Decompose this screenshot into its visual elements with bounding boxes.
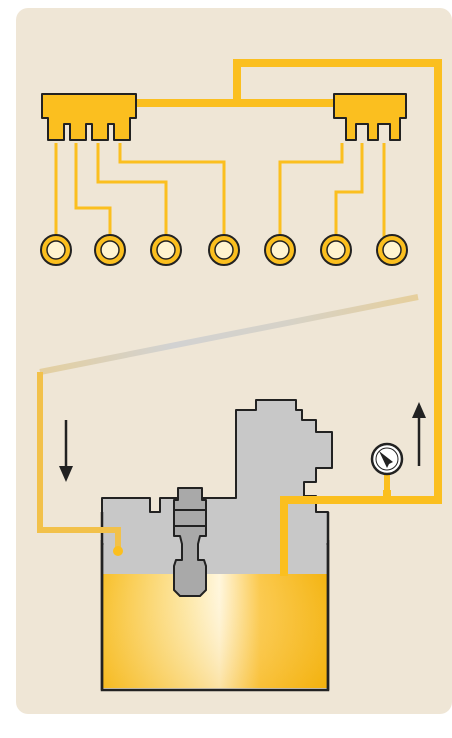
distributor-block-left xyxy=(41,93,137,141)
pump-riser xyxy=(280,496,330,576)
return-manifold xyxy=(39,294,419,375)
filter-element xyxy=(173,487,207,597)
tank-walls xyxy=(100,512,330,690)
lubrication-point-cores xyxy=(46,240,402,260)
outlet-lines-left xyxy=(54,143,226,240)
return-inlet xyxy=(96,527,121,548)
arrow-up-icon xyxy=(412,402,426,466)
outlet-lines-right xyxy=(278,143,386,240)
arrow-down-icon xyxy=(59,420,73,482)
return-drops xyxy=(54,262,394,362)
distributor-block-right xyxy=(333,93,407,141)
return-drip xyxy=(113,546,123,556)
tank-headspace xyxy=(103,520,327,574)
pressure-gauge-icon xyxy=(370,442,404,496)
